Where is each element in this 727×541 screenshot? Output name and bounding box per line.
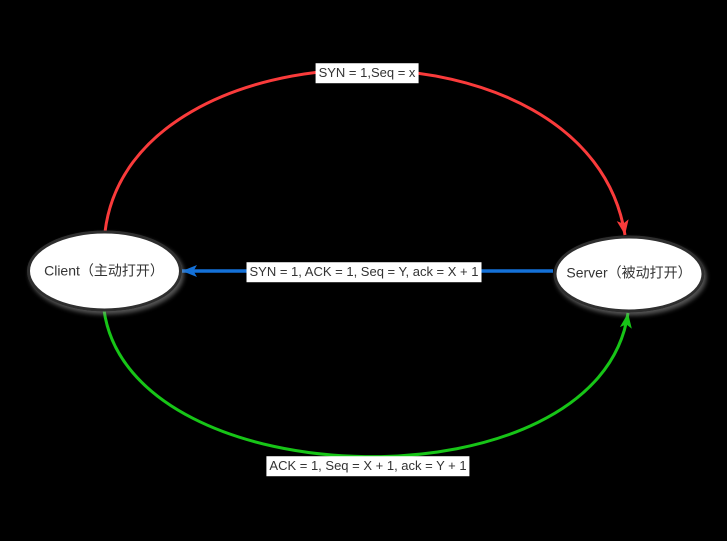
node-client-shape	[27, 230, 182, 312]
node-client-label: Client（主动打开）	[44, 262, 164, 279]
edge-ack-label: ACK = 1, Seq = X + 1, ack = Y + 1	[266, 456, 470, 476]
edge-synack-label: SYN = 1, ACK = 1, Seq = Y, ack = X + 1	[246, 262, 482, 282]
edge-syn-label: SYN = 1,Seq = x	[315, 63, 419, 83]
edge-syn	[103, 68, 629, 236]
node-server-shape	[553, 235, 705, 313]
edge-ack	[102, 309, 632, 459]
node-server-label: Server（被动打开）	[566, 264, 692, 281]
